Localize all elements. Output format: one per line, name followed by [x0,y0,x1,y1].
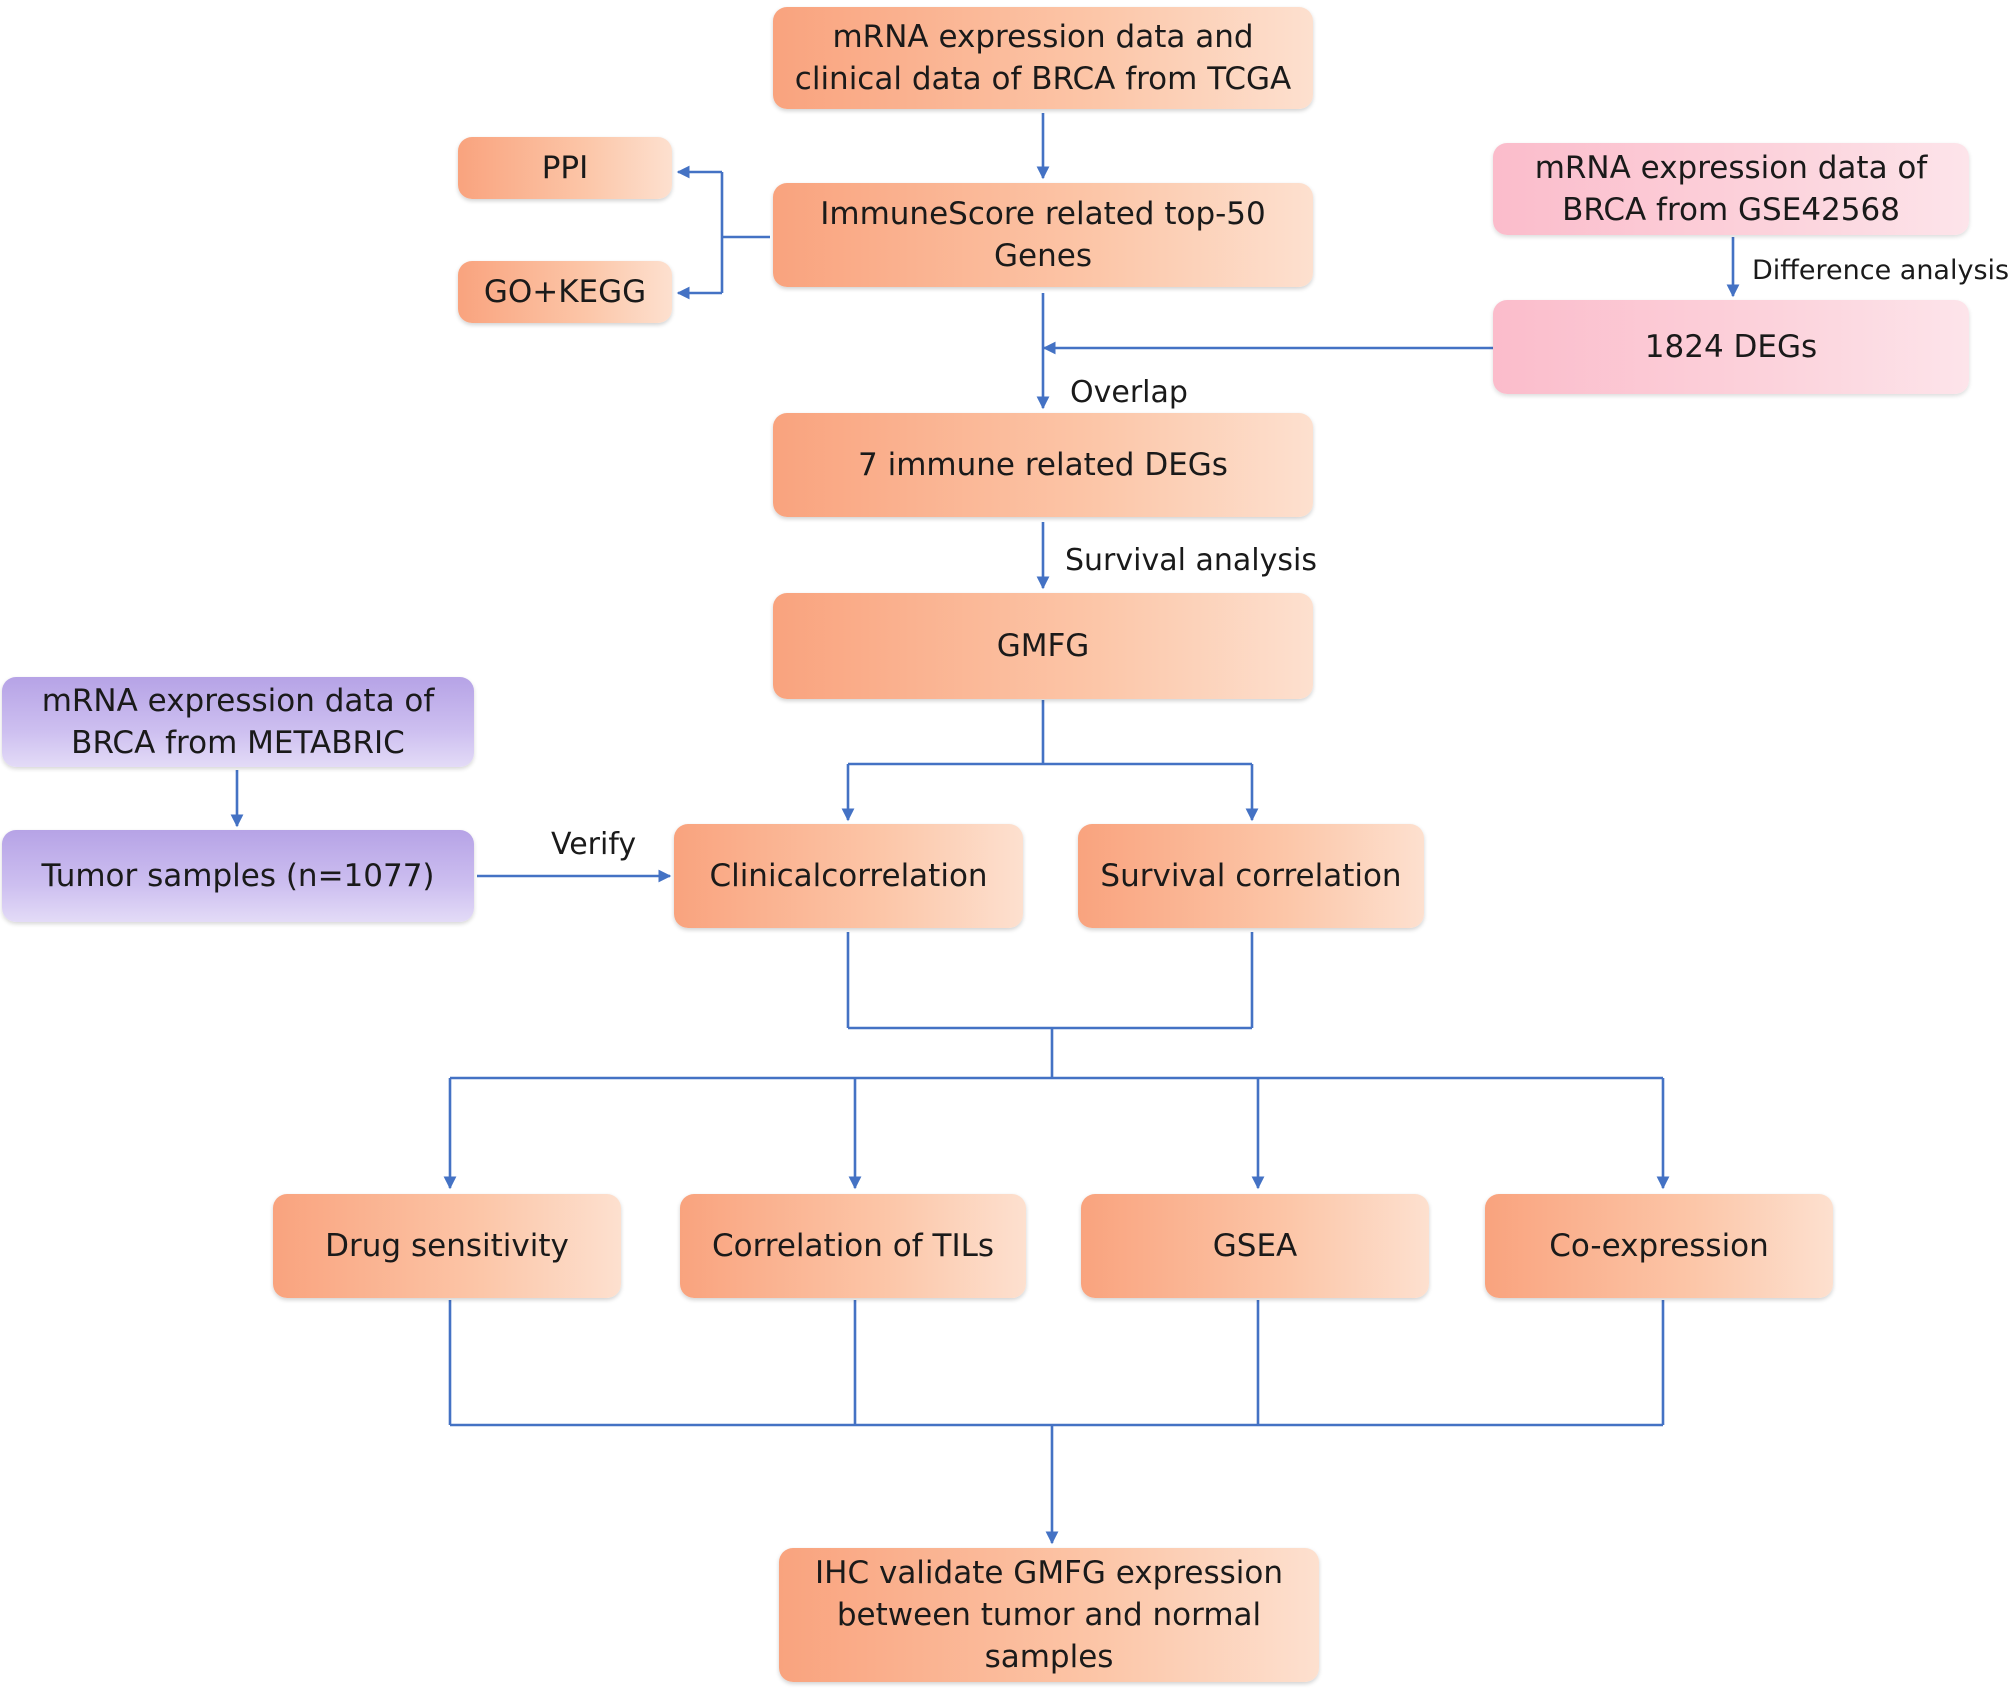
node-metabric-label: mRNA expression data of BRCA from METABR… [41,683,435,761]
node-1824-degs-label: 1824 DEGs [1644,329,1818,365]
node-go-kegg-label: GO+KEGG [483,274,647,310]
node-coexpression-label: Co-expression [1549,1228,1769,1264]
label-difference-analysis: Difference analysis [1752,255,2008,286]
node-immunescore: ImmuneScore related top-50 Genes [773,183,1313,287]
label-verify: Verify [551,827,637,862]
node-immunescore-label: ImmuneScore related top-50 Genes [820,196,1266,274]
node-gsea-label: GSEA [1212,1228,1298,1264]
node-clinical-correlation: Clinicalcorrelation [674,824,1023,928]
node-clinical-correlation-label: Clinicalcorrelation [709,858,988,894]
node-ppi: PPI [458,137,672,199]
node-tumor-samples-label: Tumor samples (n=1077) [41,858,435,894]
node-survival-correlation-label: Survival correlation [1100,858,1402,894]
node-coexpression: Co-expression [1485,1194,1833,1298]
node-gse-label: mRNA expression data of BRCA from GSE425… [1534,150,1928,228]
node-gmfg: GMFG [773,593,1313,699]
node-immune-degs-label: 7 immune related DEGs [858,447,1228,483]
node-drug-sensitivity: Drug sensitivity [273,1194,621,1298]
node-tils-label: Correlation of TILs [711,1228,995,1264]
node-go-kegg: GO+KEGG [458,261,672,323]
node-ihc: IHC validate GMFG expression between tum… [779,1548,1319,1682]
node-tils: Correlation of TILs [680,1194,1026,1298]
label-survival-analysis: Survival analysis [1065,543,1317,578]
node-ppi-label: PPI [541,150,589,186]
node-gmfg-label: GMFG [996,628,1090,664]
node-ihc-label: IHC validate GMFG expression between tum… [815,1555,1283,1675]
node-1824-degs: 1824 DEGs [1493,300,1969,394]
node-gsea: GSEA [1081,1194,1429,1298]
node-gse: mRNA expression data of BRCA from GSE425… [1493,143,1969,235]
node-metabric: mRNA expression data of BRCA from METABR… [2,677,474,767]
node-survival-correlation: Survival correlation [1078,824,1424,928]
label-overlap: Overlap [1070,375,1188,410]
node-tumor-samples: Tumor samples (n=1077) [2,830,474,922]
node-immune-degs: 7 immune related DEGs [773,413,1313,517]
node-tcga: mRNA expression data and clinical data o… [773,7,1313,109]
node-tcga-label: mRNA expression data and clinical data o… [794,19,1292,97]
node-drug-sensitivity-label: Drug sensitivity [325,1228,569,1264]
